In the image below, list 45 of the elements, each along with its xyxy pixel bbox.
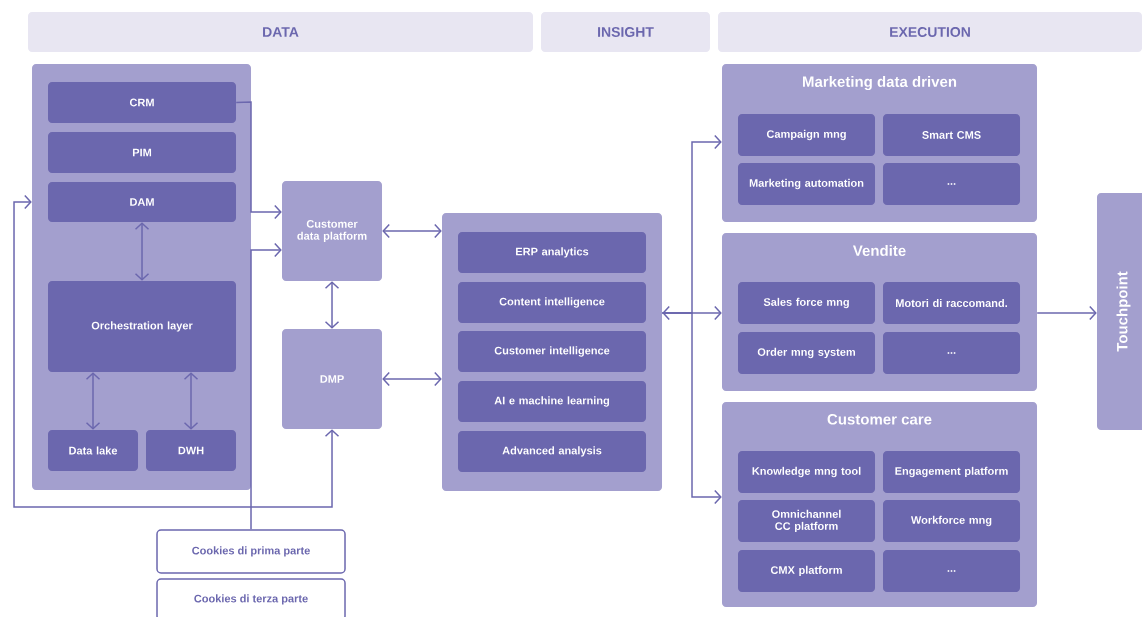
touchpoint-bar: Touchpoint — [1097, 193, 1142, 430]
item-box: Sales force mng — [738, 282, 875, 324]
arrow — [324, 281, 340, 329]
arrow — [13, 194, 340, 508]
item-box: Order mng system — [738, 332, 875, 374]
arrow — [250, 242, 282, 530]
item-box: DWH — [146, 430, 236, 471]
section-header-band: DATA — [28, 12, 533, 52]
item-box: Omnichannel CC platform — [738, 500, 875, 542]
item-box: Content intelligence — [458, 282, 646, 323]
item-box: Knowledge mng tool — [738, 451, 875, 493]
item-box: Advanced analysis — [458, 431, 646, 472]
section-header-band: EXECUTION — [718, 12, 1142, 52]
item-box: DAM — [48, 182, 236, 222]
item-box: Customer intelligence — [458, 331, 646, 372]
item-box: Marketing automation — [738, 163, 875, 205]
arrow — [183, 372, 199, 430]
platform-box: DMP — [282, 329, 382, 429]
platform-box: Customer data platform — [282, 181, 382, 281]
arrow — [382, 223, 442, 239]
arrow — [235, 101, 282, 220]
item-box: PIM — [48, 132, 236, 173]
cookie-source-box: Cookies di terza parte — [156, 578, 346, 617]
arrow — [662, 305, 722, 321]
arrow — [661, 312, 722, 505]
item-box: CRM — [48, 82, 236, 123]
arrow — [134, 222, 150, 281]
item-box: ERP analytics — [458, 232, 646, 273]
cookie-source-box: Cookies di prima parte — [156, 529, 346, 574]
section-header-band: INSIGHT — [541, 12, 710, 52]
item-box: Workforce mng — [883, 500, 1020, 542]
item-box: Engagement platform — [883, 451, 1020, 493]
item-box: Data lake — [48, 430, 138, 471]
item-box: AI e machine learning — [458, 381, 646, 422]
item-box: ... — [883, 332, 1020, 374]
item-box: ... — [883, 550, 1020, 592]
item-box: CMX platform — [738, 550, 875, 592]
item-box: Orchestration layer — [48, 281, 236, 372]
item-box: Smart CMS — [883, 114, 1020, 156]
arrow — [382, 371, 442, 387]
item-box: Campaign mng — [738, 114, 875, 156]
item-box: Motori di raccomand. — [883, 282, 1020, 324]
arrow — [1036, 305, 1097, 321]
arrow — [85, 372, 101, 430]
item-box: ... — [883, 163, 1020, 205]
